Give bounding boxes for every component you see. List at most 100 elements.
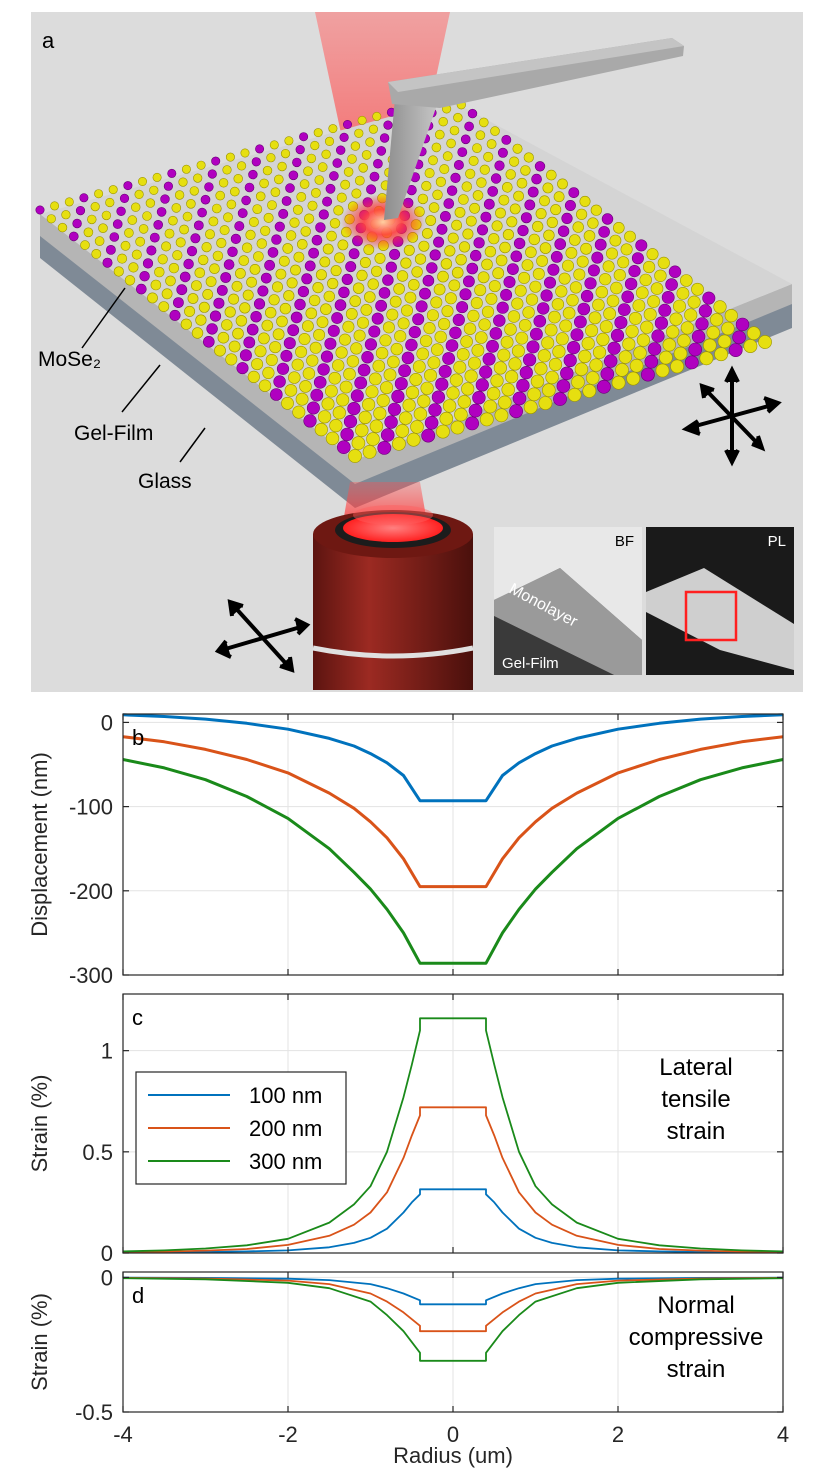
mo-atom [438, 364, 452, 378]
translation-axes-2d-icon [214, 599, 311, 673]
se-atom [602, 260, 615, 273]
bf-inset: BF Monolayer Gel-Film [494, 527, 642, 675]
se-atom [559, 319, 573, 333]
pl-region-box [684, 590, 738, 642]
mo-atom [560, 366, 574, 380]
se-atom [558, 272, 571, 285]
se-atom [580, 242, 592, 255]
mo-atom [452, 313, 465, 327]
se-atom [446, 138, 456, 149]
se-atom [538, 396, 553, 410]
pl-inset: PL [646, 527, 794, 675]
mo-atom [426, 262, 438, 274]
mo-atom [564, 200, 576, 212]
mo-atom [610, 328, 625, 343]
mo-atom [149, 232, 160, 243]
se-atom [261, 319, 274, 332]
panel-label: c [132, 1005, 143, 1030]
se-atom [350, 342, 363, 355]
se-atom [758, 335, 772, 349]
se-atom [481, 258, 493, 271]
se-atom [251, 358, 264, 371]
se-atom [257, 332, 270, 345]
mo-atom [320, 350, 334, 363]
mose2-label: MoSe₂ [38, 348, 101, 371]
mo-atom [364, 338, 378, 351]
se-atom [574, 362, 589, 376]
se-atom [186, 199, 196, 209]
mo-atom [350, 389, 364, 403]
mo-atom [547, 263, 560, 276]
se-atom [309, 341, 322, 354]
se-atom [276, 315, 288, 328]
se-atom [536, 255, 548, 267]
se-atom [154, 266, 165, 278]
se-atom [321, 149, 331, 160]
mo-atom [524, 199, 536, 211]
mo-atom [489, 327, 503, 340]
se-atom [670, 359, 684, 374]
se-atom [182, 211, 193, 222]
se-atom [575, 208, 588, 220]
mo-atom [732, 330, 746, 345]
se-atom [117, 253, 128, 264]
se-atom [676, 286, 690, 300]
se-atom [366, 432, 380, 446]
se-atom [629, 358, 644, 373]
mo-atom [594, 238, 607, 251]
se-atom [552, 345, 566, 359]
se-atom [421, 227, 433, 239]
se-atom [310, 140, 320, 151]
mo-atom [494, 160, 505, 171]
se-atom [545, 370, 559, 385]
mo-atom [179, 271, 191, 283]
mo-atom [375, 299, 387, 312]
se-atom [687, 295, 701, 309]
se-atom [358, 163, 369, 173]
se-atom [222, 165, 232, 175]
se-atom [164, 228, 175, 239]
glass-leader-line [179, 427, 206, 463]
se-atom [145, 198, 156, 208]
mo-atom [654, 316, 669, 330]
se-atom [286, 277, 298, 289]
se-atom [537, 349, 551, 363]
y-tick-label: 0 [101, 710, 113, 735]
se-atom [352, 282, 365, 294]
mo-atom [422, 274, 435, 287]
mo-atom [304, 260, 316, 272]
mo-atom [340, 427, 354, 442]
se-atom [479, 412, 494, 427]
mo-atom [209, 310, 222, 322]
mo-atom [460, 134, 471, 145]
se-atom [417, 193, 429, 205]
se-atom [259, 178, 269, 189]
se-atom [253, 251, 264, 262]
se-atom [306, 153, 317, 164]
se-atom [391, 436, 406, 451]
mo-atom [614, 315, 628, 329]
mo-atom [216, 284, 228, 296]
se-atom [434, 330, 447, 344]
se-atom [273, 174, 284, 185]
se-atom [427, 356, 441, 369]
se-atom [201, 242, 212, 253]
x-tick-label: -4 [113, 1422, 133, 1447]
mo-atom [519, 366, 533, 380]
mo-atom [255, 144, 265, 154]
mo-atom [533, 314, 547, 328]
se-atom [249, 263, 261, 275]
se-atom [171, 203, 182, 213]
mo-atom [160, 194, 170, 204]
objective-lens [312, 505, 474, 690]
mo-atom [464, 121, 474, 132]
mo-atom [378, 287, 391, 299]
se-atom [515, 331, 529, 345]
mo-atom [401, 351, 415, 365]
se-atom [501, 182, 513, 193]
se-atom [216, 237, 227, 249]
se-atom [523, 400, 538, 414]
mo-atom [598, 226, 610, 238]
mo-atom [190, 233, 201, 244]
